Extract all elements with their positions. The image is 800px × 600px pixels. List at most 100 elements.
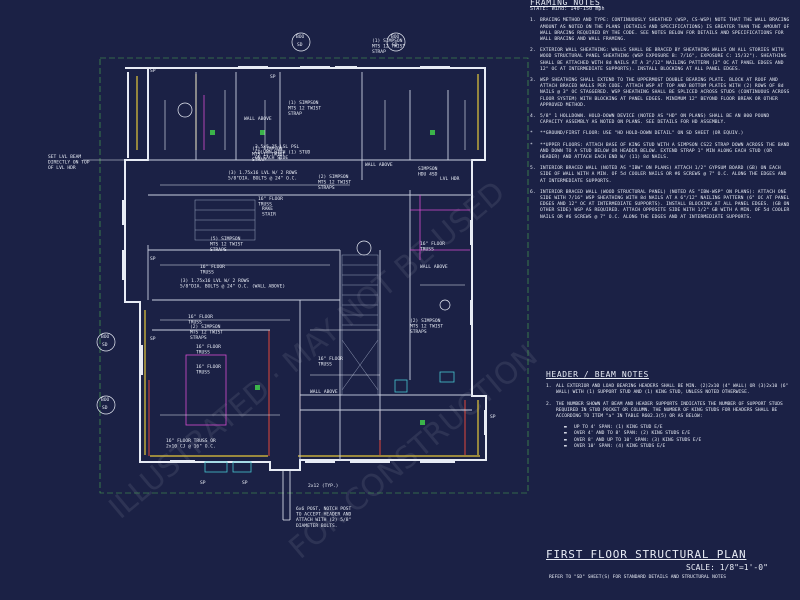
header-note-text: THE NUMBER SHOWN AT BEAM AND HEADER SUPP… (556, 401, 783, 420)
header-bullet-text: OVER 10' SPAN: (4) KING STUDS E/E (574, 443, 666, 449)
sd-num: BOO (101, 334, 110, 340)
property-boundary (99, 57, 529, 494)
bullet-icon: ▬ (564, 431, 567, 437)
header-note-number: 1. (546, 384, 552, 390)
framing-note-item: * **GROUND/FIRST FLOOR: USE "HD HOLD-DOWN… (530, 131, 792, 137)
bullet-icon: ▬ (564, 437, 567, 443)
lumber-label: 2x12 (TYP.) (308, 483, 338, 489)
sheet-scale: SCALE: 1/8"=1'-0" (686, 563, 768, 572)
beam-lines (185, 95, 470, 426)
header-notes-bullets: ▬ UP TO 4' SPAN: (1) KING STUD E/E ▬ OVER 4… (546, 425, 792, 450)
header-notes-list: 1. ALL EXTERIOR AND LOAD BEARING HEADERS … (546, 384, 792, 420)
framing-note-number: 2. (530, 48, 536, 54)
wall-above-label: WALL ABOVE (310, 389, 338, 395)
header-note-item: 1. ALL EXTERIOR AND LOAD BEARING HEADERS … (546, 384, 792, 396)
sp-label: SP (270, 74, 276, 80)
sp-label: SP (200, 480, 206, 486)
framing-note-number: * (530, 131, 533, 137)
header-note-item: 2. THE NUMBER SHOWN AT BEAM AND HEADER SU… (546, 402, 792, 421)
sd-num: BOO (101, 397, 110, 403)
framing-note-number: 4. (530, 114, 536, 120)
bullet-icon: ▬ (564, 443, 567, 449)
wall-above-label: WALL ABOVE (420, 264, 448, 270)
header-note-text: ALL EXTERIOR AND LOAD BEARING HEADERS SH… (556, 384, 789, 396)
framing-note-text: **GROUND/FIRST FLOOR: USE "HD HOLD-DOWN … (540, 131, 744, 137)
sd-tag: SD (297, 42, 303, 48)
framing-note-number: 3. (530, 78, 536, 84)
post-leader (282, 470, 291, 521)
header-bullet-text: OVER 8' AND UP TO 10' SPAN: (3) KING STU… (574, 437, 702, 443)
framing-note-number: 6. (530, 189, 536, 195)
framing-notes: FRAMING NOTES STATE: Wind: 140-150 mph 1… (530, 0, 792, 226)
header-note-number: 2. (546, 401, 552, 407)
sd-num: BOO (296, 34, 305, 40)
framing-note-text: WSP SHEATHING SHALL EXTEND TO THE UPPERM… (540, 78, 790, 108)
framing-note-item: 6. INTERIOR BRACED WALL (WOOD STRUCTURAL … (530, 190, 792, 221)
sd-tag: SD (102, 342, 108, 348)
sp-label: SP (150, 256, 156, 262)
section-markers (96, 32, 451, 415)
sp-label: SP (490, 414, 496, 420)
framing-note-item: 1. BRACING METHOD AND TYPE: CONTINUOUSLY … (530, 18, 792, 43)
span-arrows (160, 90, 466, 416)
wall-above-label: WALL ABOVE (365, 162, 393, 168)
sp-label: SP (150, 68, 156, 74)
framing-note-text: INTERIOR BRACED WALL (NOTED AS "IBW" ON … (540, 166, 787, 184)
framing-note-text: BRACING METHOD AND TYPE: CONTINUOUSLY SH… (540, 18, 790, 43)
framing-note-text: **UPPER FLOORS: ATTACH BASE OF KING STUD… (540, 142, 790, 161)
svg-text:FOR CONSTRUCTION: FOR CONSTRUCTION (283, 338, 545, 566)
framing-note-text: INTERIOR BRACED WALL (WOOD STRUCTURAL PA… (540, 189, 790, 220)
sp-label: SP (242, 480, 248, 486)
header-bullet-text: UP TO 4' SPAN: (1) KING STUD E/E (574, 425, 663, 431)
framing-note-item: 2.EXTERIOR WALL SHEATHING: WALLS SHALL B… (530, 48, 792, 73)
header-bullet: ▬ OVER 10' SPAN: (4) KING STUDS E/E (564, 444, 792, 450)
framing-notes-title: FRAMING NOTES (530, 0, 601, 7)
sd-num: BOO (391, 34, 400, 40)
framing-note-item: * **UPPER FLOORS: ATTACH BASE OF KING STU… (530, 143, 792, 162)
framing-note-item: 5. INTERIOR BRACED WALL (NOTED AS "IBW" O… (530, 166, 792, 185)
interior-walls (147, 72, 472, 460)
wall-above-label: WALL ABOVE (244, 116, 272, 122)
framing-note-number: 5. (530, 166, 536, 172)
fixtures (204, 371, 455, 473)
svg-text:ILLUSTRATED · MAY NOT BE USED: ILLUSTRATED · MAY NOT BE USED (103, 175, 512, 526)
sp-label: SP (150, 336, 156, 342)
framing-note-item: 3. WSP SHEATHING SHALL EXTEND TO THE UPPE… (530, 78, 792, 109)
headers (122, 66, 487, 463)
stair (194, 199, 379, 396)
framing-note-text: 5/8" 1 HOLLDOWN. HOLD-DOWN DEVICE (NOTED… (540, 114, 770, 126)
header-beam-notes: HEADER / BEAM NOTES 1. ALL EXTERIOR AND L… (546, 370, 792, 450)
sheet-refer-note: REFER TO "SD" SHEET(S) FOR STANDARD DETA… (549, 575, 727, 580)
sd-tag: SD (392, 42, 398, 48)
framing-note-number: 1. (530, 18, 536, 24)
framing-state: STATE: Wind: 140-150 mph (530, 6, 605, 13)
framing-note-number: * (530, 142, 533, 148)
header-bullet-text: OVER 4' AND TO 8' SPAN: (2) KING STUDS E… (574, 431, 691, 437)
header-notes-title: HEADER / BEAM NOTES (546, 370, 649, 379)
lvl-hdr-label: LVL HDR (440, 176, 460, 182)
bullet-icon: ▬ (564, 425, 567, 431)
